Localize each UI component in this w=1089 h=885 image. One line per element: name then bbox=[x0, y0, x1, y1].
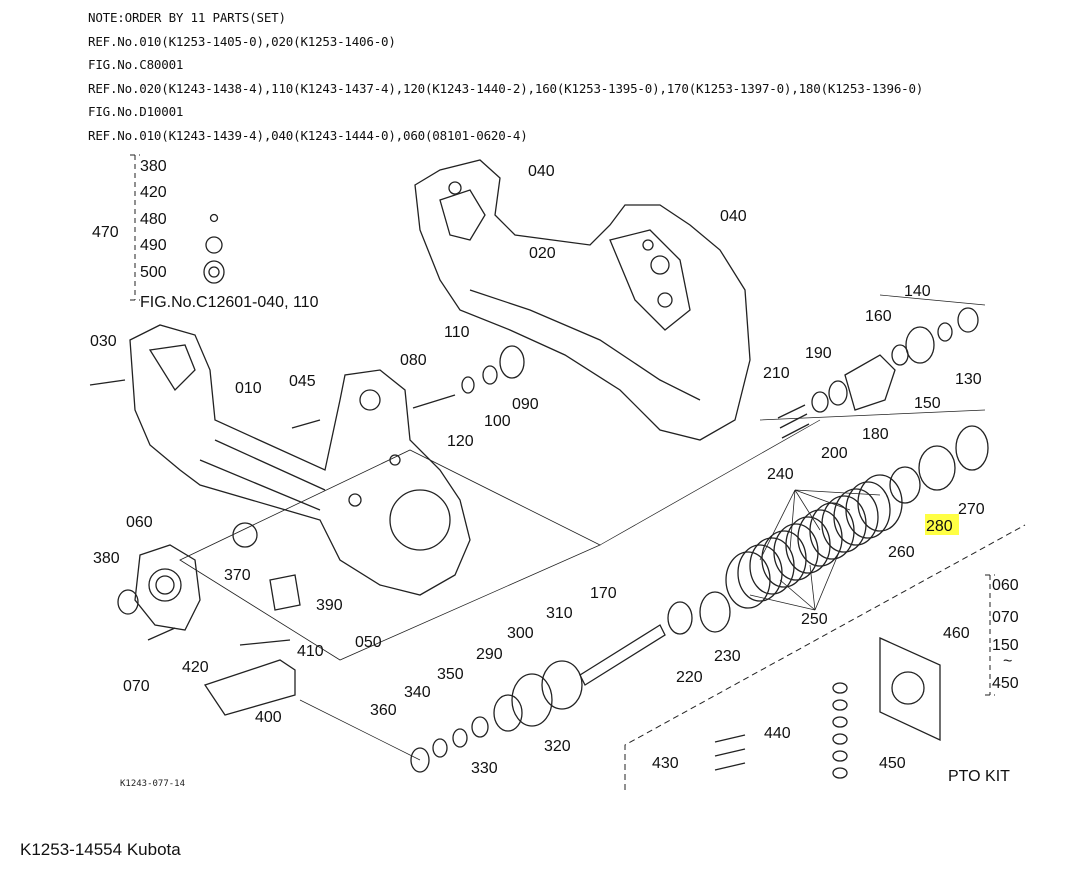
part-label: 030 bbox=[90, 333, 117, 350]
group-label-460: 460 bbox=[943, 625, 970, 642]
part-label: 330 bbox=[471, 760, 498, 777]
part-label: 130 bbox=[955, 371, 982, 388]
part-label: 400 bbox=[255, 709, 282, 726]
transmission-case-shape bbox=[414, 159, 751, 441]
part-label: 260 bbox=[888, 544, 915, 561]
part-label-highlighted: 280 bbox=[926, 518, 953, 535]
part-label: 350 bbox=[437, 666, 464, 683]
part-label: 160 bbox=[865, 308, 892, 325]
part-label: 220 bbox=[676, 669, 703, 686]
clutch-plate-stack bbox=[725, 474, 903, 609]
part-label: 210 bbox=[763, 365, 790, 382]
part-label: 080 bbox=[400, 352, 427, 369]
part-label: 120 bbox=[447, 433, 474, 450]
part-label: 020 bbox=[529, 245, 556, 262]
part-label: 010 bbox=[235, 380, 262, 397]
part-label: 450 bbox=[879, 755, 906, 772]
fig-reference: FIG.No.C12601-040, 110 bbox=[140, 294, 319, 311]
part-label: 380 bbox=[93, 550, 120, 567]
part-label: 090 bbox=[512, 396, 539, 413]
part-label: 340 bbox=[404, 684, 431, 701]
highlight-marker bbox=[925, 514, 959, 535]
group-item: 070 bbox=[992, 609, 1019, 626]
part-label: 140 bbox=[904, 283, 931, 300]
part-label: 190 bbox=[805, 345, 832, 362]
part-label: 440 bbox=[764, 725, 791, 742]
part-label: 200 bbox=[821, 445, 848, 462]
note-line: NOTE:ORDER BY 11 PARTS(SET) bbox=[88, 10, 286, 25]
drawing-code: K1243-077-14 bbox=[120, 779, 185, 789]
note-line: REF.No.010(K1243-1439-4),040(K1243-1444-… bbox=[88, 127, 528, 143]
part-label: 040 bbox=[720, 208, 747, 225]
part-label: 110 bbox=[444, 324, 470, 341]
group-item: ~ bbox=[1003, 653, 1012, 670]
part-label: 360 bbox=[370, 702, 397, 719]
part-label: 100 bbox=[484, 413, 511, 430]
note-line: REF.No.020(K1243-1438-4),110(K1243-1437-… bbox=[88, 80, 924, 96]
part-label: 370 bbox=[224, 567, 251, 584]
group-item: 420 bbox=[140, 184, 167, 201]
part-label: 050 bbox=[355, 634, 382, 651]
part-label: 250 bbox=[801, 611, 828, 628]
part-label: 180 bbox=[862, 426, 889, 443]
group-item: 500 bbox=[140, 264, 167, 281]
part-label: 390 bbox=[316, 597, 343, 614]
part-label: 270 bbox=[958, 501, 985, 518]
part-label: 300 bbox=[507, 625, 534, 642]
group-item: 380 bbox=[140, 158, 167, 175]
group-item: 450 bbox=[992, 675, 1019, 692]
note-line: FIG.No.D10001 bbox=[88, 104, 184, 119]
part-label: 420 bbox=[182, 659, 209, 676]
part-label: 230 bbox=[714, 648, 741, 665]
page-caption: K1253-14554 Kubota bbox=[20, 840, 181, 859]
part-label: 170 bbox=[590, 585, 617, 602]
part-label: 310 bbox=[546, 605, 573, 622]
group-item: 060 bbox=[992, 577, 1019, 594]
part-label: 430 bbox=[652, 755, 679, 772]
note-line: REF.No.010(K1253-1405-0),020(K1253-1406-… bbox=[88, 33, 396, 49]
group-item: 150 bbox=[992, 637, 1019, 654]
part-label: 045 bbox=[289, 373, 316, 390]
group-label-470: 470 bbox=[92, 224, 119, 241]
front-case-shape bbox=[129, 324, 471, 596]
exploded-parts-diagram: 470 380 420 480 490 500 FIG.No.C12601-04… bbox=[89, 154, 1026, 790]
group-item: 490 bbox=[140, 237, 167, 254]
part-label: 240 bbox=[767, 466, 794, 483]
part-label: 290 bbox=[476, 646, 503, 663]
part-label: 150 bbox=[914, 395, 941, 412]
note-line: FIG.No.C80001 bbox=[88, 57, 184, 72]
part-label: 060 bbox=[126, 514, 153, 531]
part-label: 320 bbox=[544, 738, 571, 755]
group-item: 480 bbox=[140, 211, 167, 228]
part-label: 040 bbox=[528, 163, 555, 180]
part-label: 070 bbox=[123, 678, 150, 695]
kit-label: PTO KIT bbox=[948, 768, 1010, 785]
notes-block: NOTE:ORDER BY 11 PARTS(SET) REF.No.010(K… bbox=[88, 6, 923, 147]
part-label: 410 bbox=[297, 643, 324, 660]
